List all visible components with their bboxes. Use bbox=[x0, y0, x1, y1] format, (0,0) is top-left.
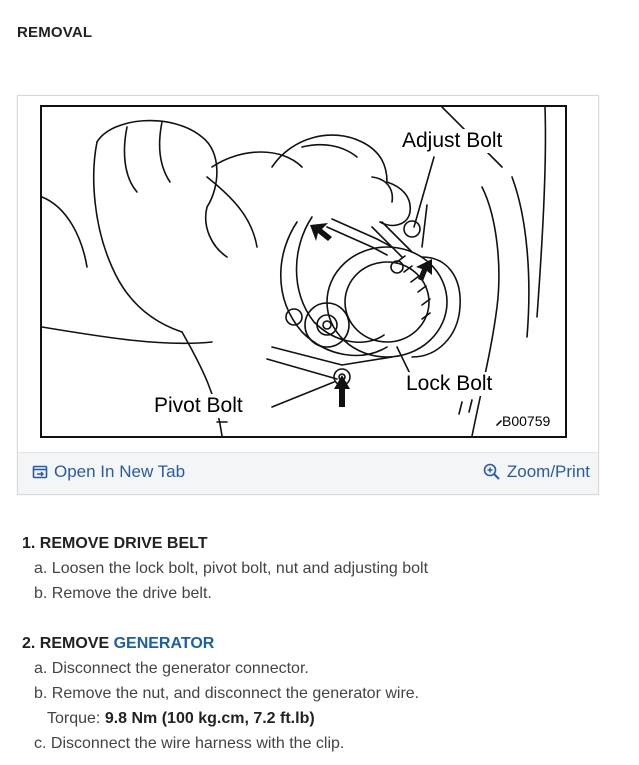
step-1-heading: 1. REMOVE DRIVE BELT bbox=[22, 535, 208, 552]
zoom-print-label: Zoom/Print bbox=[506, 462, 590, 481]
generator-illustration: Adjust Bolt Lock Bolt Pivot Bolt B00759 bbox=[40, 105, 567, 438]
open-in-new-tab-link[interactable]: Open In New Tab bbox=[32, 462, 185, 482]
step-2-item-a: a. Disconnect the generator connector. bbox=[34, 660, 309, 677]
zoom-print-link[interactable]: Zoom/Print bbox=[483, 462, 590, 482]
zoom-in-icon bbox=[483, 463, 500, 480]
torque-label: Torque: bbox=[47, 710, 105, 727]
figure-code: B00759 bbox=[502, 413, 551, 429]
torque-spec: Torque: 9.8 Nm (100 kg.cm, 7.2 ft.lb) bbox=[47, 710, 315, 728]
callout-adjust-bolt: Adjust Bolt bbox=[400, 129, 505, 153]
step-1-item-a: a. Loosen the lock bolt, pivot bolt, nut… bbox=[34, 560, 429, 577]
torque-value: 9.8 Nm (100 kg.cm, 7.2 ft.lb) bbox=[104, 710, 315, 727]
callout-pivot-bolt: Pivot Bolt bbox=[152, 394, 245, 418]
figure-card: Adjust Bolt Lock Bolt Pivot Bolt B00759 … bbox=[17, 95, 599, 495]
section-title: REMOVAL bbox=[17, 24, 93, 41]
open-tab-icon bbox=[32, 465, 48, 479]
generator-link[interactable]: GENERATOR bbox=[113, 635, 215, 652]
open-in-new-tab-label: Open In New Tab bbox=[54, 462, 186, 481]
step-1-item-b: b. Remove the drive belt. bbox=[34, 585, 212, 602]
callout-lock-bolt: Lock Bolt bbox=[404, 372, 495, 396]
step-2-item-c: c. Disconnect the wire harness with the … bbox=[34, 735, 345, 752]
step-2-item-b: b. Remove the nut, and disconnect the ge… bbox=[34, 685, 420, 702]
step-2-heading: 2. REMOVE GENERATOR bbox=[22, 635, 214, 653]
step-2-heading-prefix: 2. REMOVE bbox=[22, 635, 114, 652]
figure-footer: Open In New Tab Zoom/Print bbox=[18, 452, 598, 494]
